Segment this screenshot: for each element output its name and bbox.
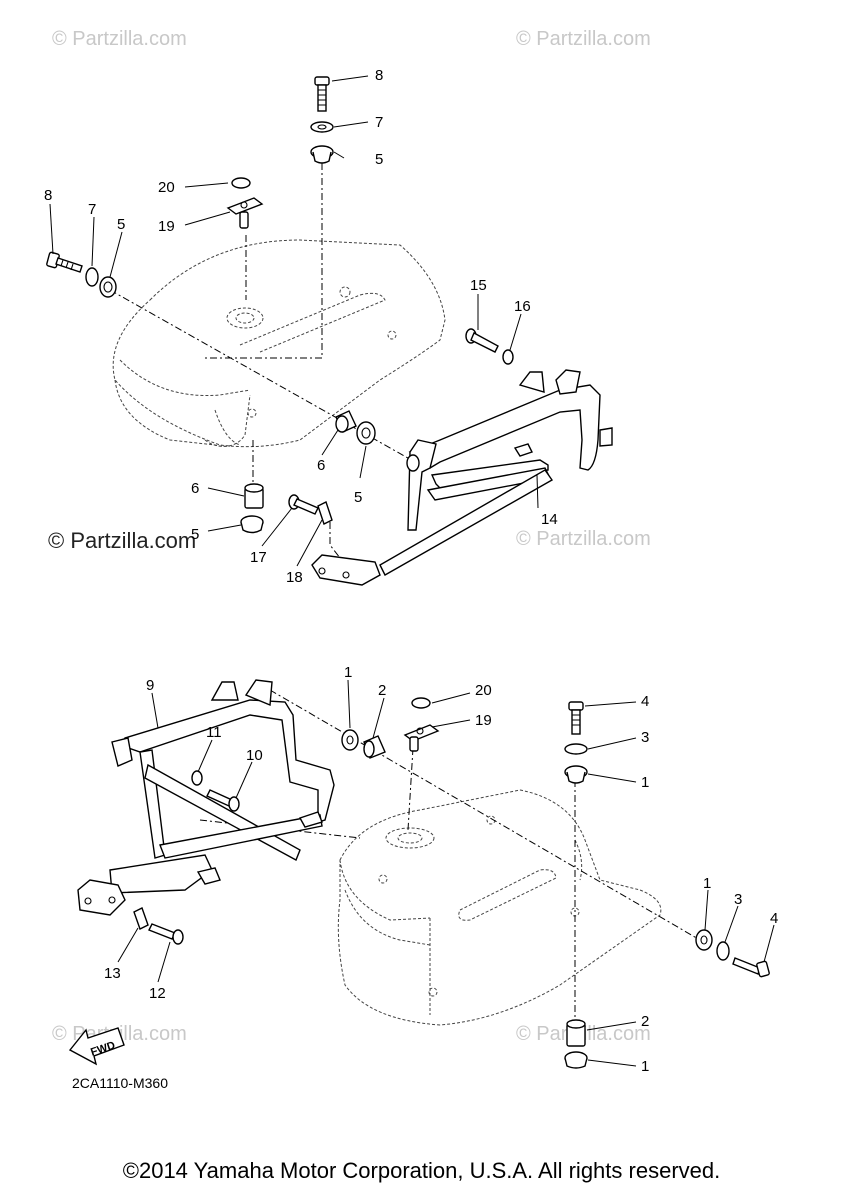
callout-label: 14 (541, 511, 558, 528)
callout-label: 7 (375, 114, 383, 131)
bottom-callouts: 9 1 2 20 19 4 3 1 11 10 1 3 4 13 12 2 1 (104, 664, 778, 1075)
washer-16 (502, 349, 514, 365)
bolt-12 (148, 923, 184, 945)
callout-label: 4 (770, 910, 778, 927)
callout-label: 5 (117, 216, 125, 233)
washer-7-top (310, 121, 334, 133)
bottom-leaders (117, 679, 775, 1067)
collar-2-a (363, 735, 386, 759)
grommet-1-right (695, 929, 713, 951)
callout-label: 5 (191, 526, 199, 543)
callout-label: 4 (641, 693, 649, 710)
bracket-18 (317, 501, 333, 525)
callout-label: 8 (375, 67, 383, 84)
callout-label: 17 (250, 549, 267, 566)
callout-label: 2 (378, 682, 386, 699)
callout-label: 1 (344, 664, 352, 681)
frame-14 (311, 369, 613, 586)
callout-label: 10 (246, 747, 263, 764)
top-leaders (49, 75, 539, 567)
callout-label: 20 (158, 179, 175, 196)
copyright-footer: ©2014 Yamaha Motor Corporation, U.S.A. A… (122, 1158, 721, 1183)
grommet-5-mid (356, 421, 376, 445)
callout-label: 7 (88, 201, 96, 218)
callout-label: 6 (317, 457, 325, 474)
bolt-10 (206, 789, 240, 812)
bottom-align-line-lock (407, 747, 414, 831)
washer-3-right (716, 941, 730, 961)
callout-label: 3 (734, 891, 742, 908)
callout-label: 8 (44, 187, 52, 204)
bolt-8-top (314, 76, 330, 112)
watermark-top-right: © Partzilla.com (516, 28, 651, 50)
grommet-1-a (341, 729, 359, 751)
watermark-top-left: © Partzilla.com (52, 28, 187, 50)
callout-label: 9 (146, 677, 154, 694)
callout-label: 15 (470, 277, 487, 294)
callout-label: 1 (641, 1058, 649, 1075)
callout-label: 2 (641, 1013, 649, 1030)
collar-6-lower (244, 483, 264, 509)
watermark-mid-right: © Partzilla.com (516, 528, 651, 550)
lock-19-bottom (403, 724, 440, 752)
bracket-13 (133, 907, 149, 930)
grommet-5-top (310, 145, 334, 164)
watermark-mid-left: © Partzilla.com (48, 528, 196, 553)
bottom-saddlebag-case (337, 789, 662, 1026)
washer-11 (191, 770, 203, 786)
grommet-5-left (99, 276, 117, 298)
bolt-4-right (732, 957, 770, 978)
top-callouts: 8 7 5 20 19 8 7 5 15 16 6 5 14 6 5 17 18 (44, 67, 558, 586)
callout-label: 3 (641, 729, 649, 746)
bolt-15 (465, 328, 499, 353)
washer-3-top (564, 743, 588, 755)
callout-label: 18 (286, 569, 303, 586)
callout-label: 5 (375, 151, 383, 168)
grommet-1-lower (564, 1051, 588, 1069)
callout-label: 11 (206, 724, 222, 741)
bottom-assembly: 9 1 2 20 19 4 3 1 11 10 1 3 4 13 12 2 1 … (68, 664, 778, 1091)
grommet-5-lower (240, 515, 264, 534)
washer-20-top (231, 177, 251, 189)
callout-label: 13 (104, 965, 121, 982)
washer-7-left (85, 267, 99, 287)
diagram-code: 2CA1110-M360 (72, 1075, 168, 1091)
callout-label: 19 (475, 712, 492, 729)
top-saddlebag-case (112, 239, 446, 448)
callout-label: 1 (703, 875, 711, 892)
top-assembly: 8 7 5 20 19 8 7 5 15 16 6 5 14 6 5 17 18 (44, 67, 613, 586)
washer-20-bottom (411, 697, 431, 709)
callout-label: 12 (149, 985, 166, 1002)
callout-label: 16 (514, 298, 531, 315)
frame-9 (77, 679, 335, 916)
callout-label: 20 (475, 682, 492, 699)
bolt-8-left (46, 251, 83, 273)
callout-label: 1 (641, 774, 649, 791)
grommet-1-top (564, 765, 588, 784)
callout-label: 6 (191, 480, 199, 497)
bolt-4-top (568, 701, 584, 735)
collar-6-mid (335, 410, 357, 433)
bolt-17 (288, 494, 319, 515)
callout-label: 19 (158, 218, 175, 235)
callout-label: 5 (354, 489, 362, 506)
lock-19-top (226, 197, 264, 229)
collar-2-lower (566, 1019, 586, 1047)
